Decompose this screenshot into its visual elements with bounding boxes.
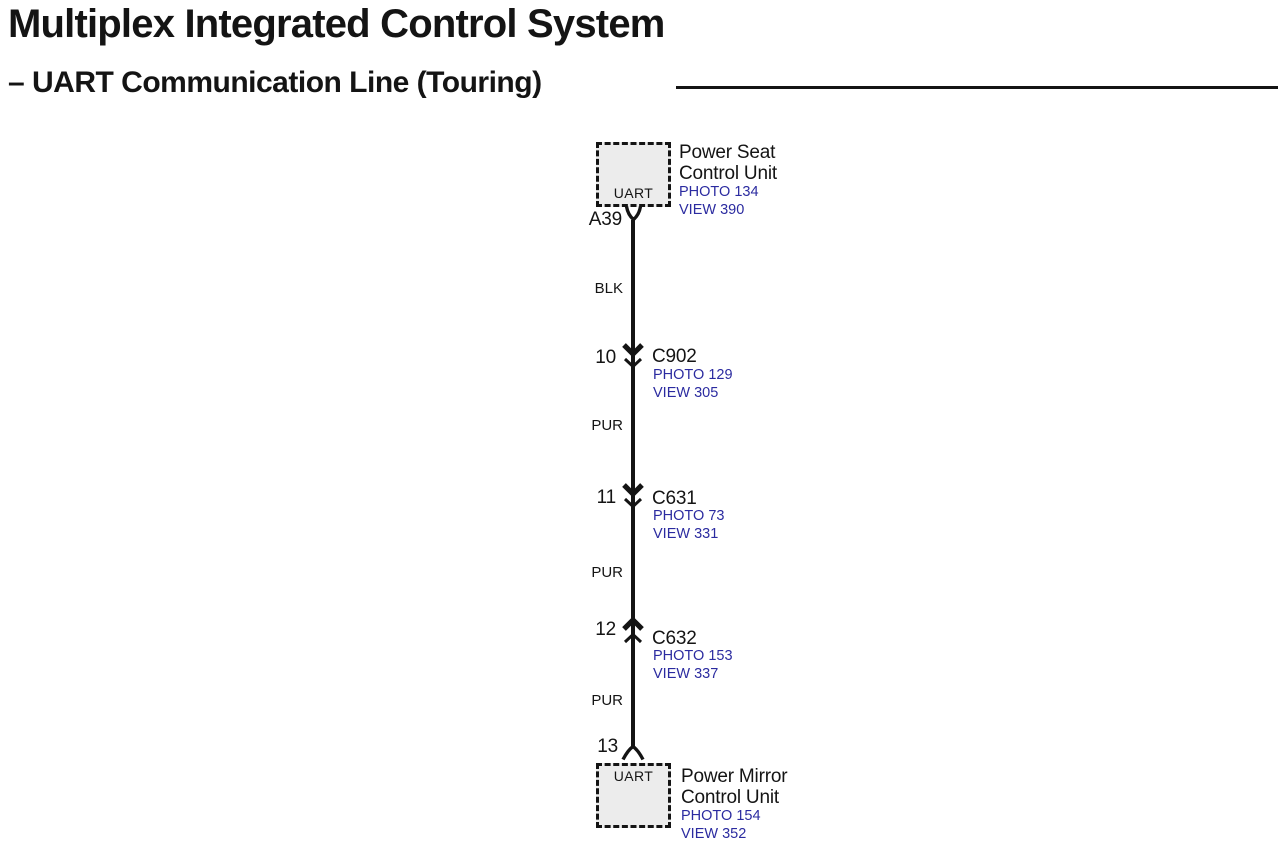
power-mirror-unit-label: Power Mirror Control Unit PHOTO 154 VIEW… xyxy=(681,766,788,843)
power-seat-unit-box: UART xyxy=(596,142,671,207)
connector-pin-label: 12 xyxy=(595,619,616,640)
wire-color-label: PUR xyxy=(591,692,623,709)
connector-symbol-down-icon xyxy=(622,482,644,514)
uart-wire-line xyxy=(631,220,635,748)
unit-name-line: Power Mirror xyxy=(681,766,788,787)
connector-name: C632 xyxy=(652,628,697,649)
wire-color-label: PUR xyxy=(591,417,623,434)
connector-symbol-down-icon xyxy=(622,342,644,374)
photo-ref-link[interactable]: PHOTO 153 xyxy=(653,648,733,664)
terminal-a39-label: A39 xyxy=(588,209,622,230)
connector-name: C902 xyxy=(652,346,697,367)
power-seat-unit-label: Power Seat Control Unit PHOTO 134 VIEW 3… xyxy=(679,142,777,219)
page-subtitle: – UART Communication Line (Touring) xyxy=(8,66,542,99)
connector-name: C631 xyxy=(652,488,697,509)
photo-ref-link[interactable]: PHOTO 73 xyxy=(653,508,725,524)
connector-symbol-up-icon xyxy=(622,616,644,649)
unit-name-line: Control Unit xyxy=(679,163,777,184)
connector-refs: PHOTO 73 VIEW 331 xyxy=(653,508,724,543)
connector-pin-label: 11 xyxy=(596,487,617,508)
photo-ref-link[interactable]: PHOTO 154 xyxy=(681,808,761,824)
wire-color-label: PUR xyxy=(591,564,623,581)
unit-name-line: Control Unit xyxy=(681,787,779,808)
terminal-fork-icon xyxy=(624,205,643,227)
view-ref-link[interactable]: VIEW 331 xyxy=(653,525,719,542)
terminal-13-label: 13 xyxy=(597,736,618,757)
view-ref-link[interactable]: VIEW 352 xyxy=(681,825,747,842)
uart-port-label: UART xyxy=(613,185,654,201)
uart-port-label: UART xyxy=(613,768,654,784)
connector-refs: PHOTO 153 VIEW 337 xyxy=(653,648,733,683)
photo-ref-link[interactable]: PHOTO 134 xyxy=(679,184,759,200)
wire-color-label: BLK xyxy=(594,280,623,297)
photo-ref-link[interactable]: PHOTO 129 xyxy=(653,367,733,383)
view-ref-link[interactable]: VIEW 390 xyxy=(679,201,745,218)
connector-refs: PHOTO 129 VIEW 305 xyxy=(653,367,733,402)
view-ref-link[interactable]: VIEW 337 xyxy=(653,665,719,682)
page-title: Multiplex Integrated Control System xyxy=(8,2,665,46)
connector-pin-label: 10 xyxy=(595,347,616,368)
power-mirror-unit-box: UART xyxy=(596,763,671,828)
header-rule xyxy=(676,86,1278,89)
view-ref-link[interactable]: VIEW 305 xyxy=(653,384,719,401)
unit-name-line: Power Seat xyxy=(679,142,776,163)
terminal-chevron-up-icon xyxy=(621,743,645,766)
